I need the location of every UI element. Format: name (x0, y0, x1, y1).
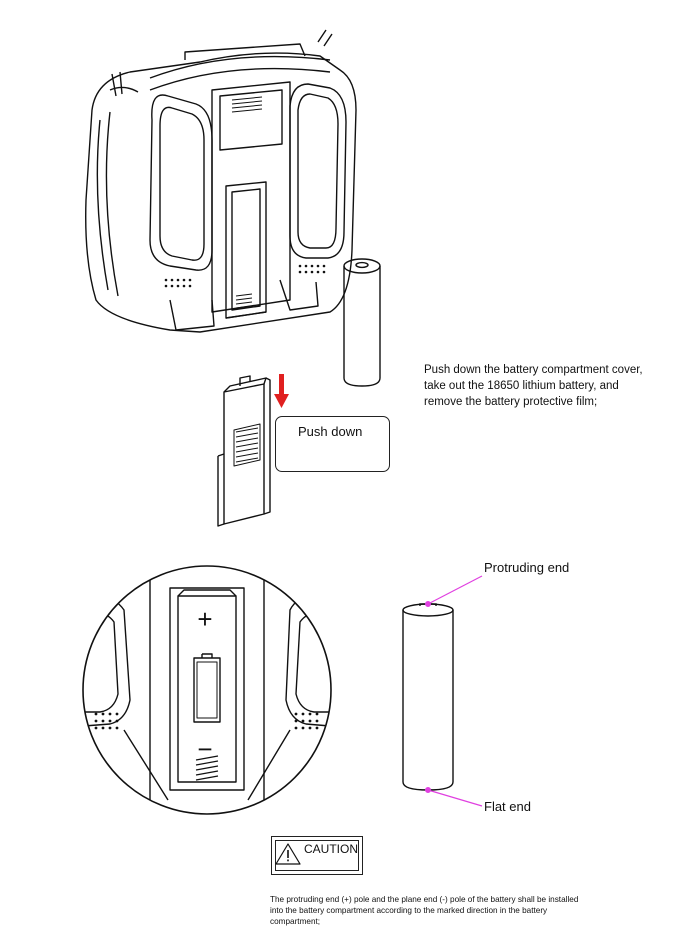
flat-end-label: Flat end (484, 799, 531, 814)
note-line-1: The protruding end (+) pole and the plan… (270, 895, 579, 904)
instruction-line-2: take out the 18650 lithium battery, and (424, 380, 619, 392)
push-down-callout (275, 416, 390, 472)
minus-mark: − (197, 734, 212, 764)
protruding-end-label: Protruding end (484, 560, 570, 575)
caution-box (271, 836, 363, 875)
push-down-label: Push down (298, 424, 363, 439)
note-line-3: compartment; (270, 917, 321, 926)
caution-inner-frame (275, 840, 359, 871)
note-line-2: into the battery compartment according t… (270, 906, 548, 915)
caution-note: The protruding end (+) pole and the plan… (270, 894, 630, 927)
instruction-line-3: remove the battery protective film; (424, 396, 598, 408)
instruction-line-1: Push down the battery compartment cover, (424, 364, 643, 376)
caution-label: CAUTION (304, 842, 358, 856)
plus-mark: + (197, 604, 212, 634)
instruction-text: Push down the battery compartment cover,… (424, 362, 674, 410)
